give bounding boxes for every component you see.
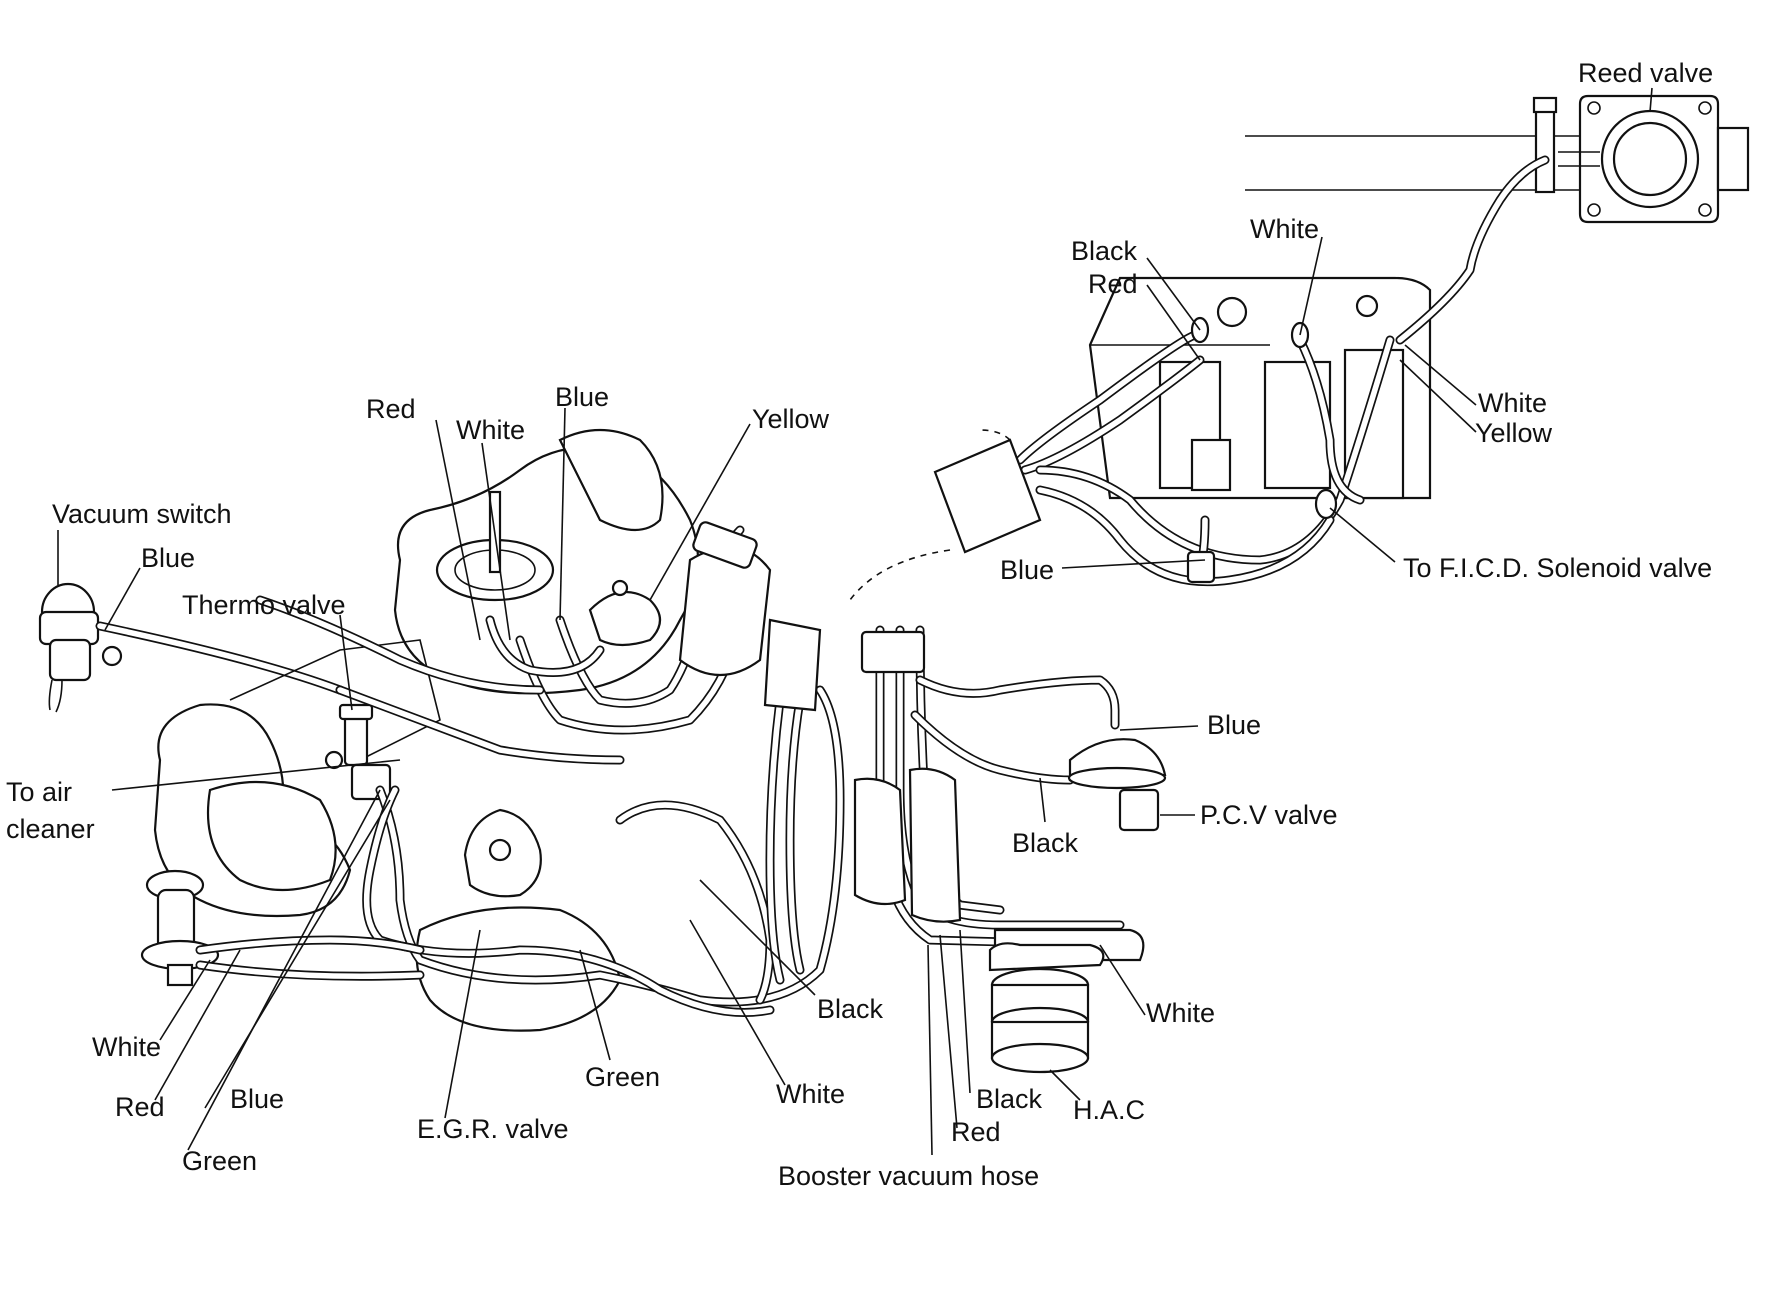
ficd-solenoid-bracket [1088,276,1432,500]
label-white-hac: White [1146,998,1215,1028]
label-to-air-1: To air [6,777,72,807]
air-cleaner-assembly [153,639,441,918]
label-black-top: Black [1071,236,1138,266]
carburetor-assembly [393,428,700,695]
reed-valve [1245,94,1750,224]
vacuum-switch [38,582,345,713]
label-yellow-carb: Yellow [752,404,830,434]
label-black-pcv: Black [1012,828,1079,858]
label-blue-carb: Blue [555,382,609,412]
main-hose-bundle [195,521,845,1017]
label-to-air-2: cleaner [6,814,95,844]
label-booster-hose: Booster vacuum hose [778,1161,1039,1191]
ficd-hoses [1015,155,1550,587]
label-white-carb: White [456,415,525,445]
label-reed-valve: Reed valve [1578,58,1713,88]
label-white-right: White [1478,388,1547,418]
label-red-carb: Red [366,394,416,424]
label-ficd-solenoid: To F.I.C.D. Solenoid valve [1403,553,1712,583]
label-blue-lower-left: Blue [230,1084,284,1114]
label-white-top: White [1250,214,1319,244]
label-red-lower-left: Red [115,1092,165,1122]
label-white-mid: White [776,1079,845,1109]
pcv-and-hac-group [853,625,1167,1074]
label-thermo-valve: Thermo valve [182,590,346,620]
label-hac: H.A.C [1073,1095,1145,1125]
leader-lines [57,87,1653,1156]
label-pcv-valve: P.C.V valve [1200,800,1338,830]
thermo-valve-body [324,703,392,801]
hose-connector-block [849,429,1042,601]
label-red-hac: Red [951,1117,1001,1147]
label-black-hac: Black [976,1084,1043,1114]
label-yellow-right: Yellow [1475,418,1553,448]
label-green-lower-left: Green [182,1146,257,1176]
label-red-top: Red [1088,269,1138,299]
egr-valve-body [415,808,622,1032]
label-vacuum-switch: Vacuum switch [52,499,232,529]
label-blue-ficd: Blue [1000,555,1054,585]
diagram-labels: Reed valve Black Red White White Yellow … [6,58,1713,1191]
label-blue-vacuum: Blue [141,543,195,573]
label-black-mid: Black [817,994,884,1024]
label-white-lower-left: White [92,1032,161,1062]
label-green-mid: Green [585,1062,660,1092]
label-egr-valve: E.G.R. valve [417,1114,569,1144]
label-blue-pcv: Blue [1207,710,1261,740]
